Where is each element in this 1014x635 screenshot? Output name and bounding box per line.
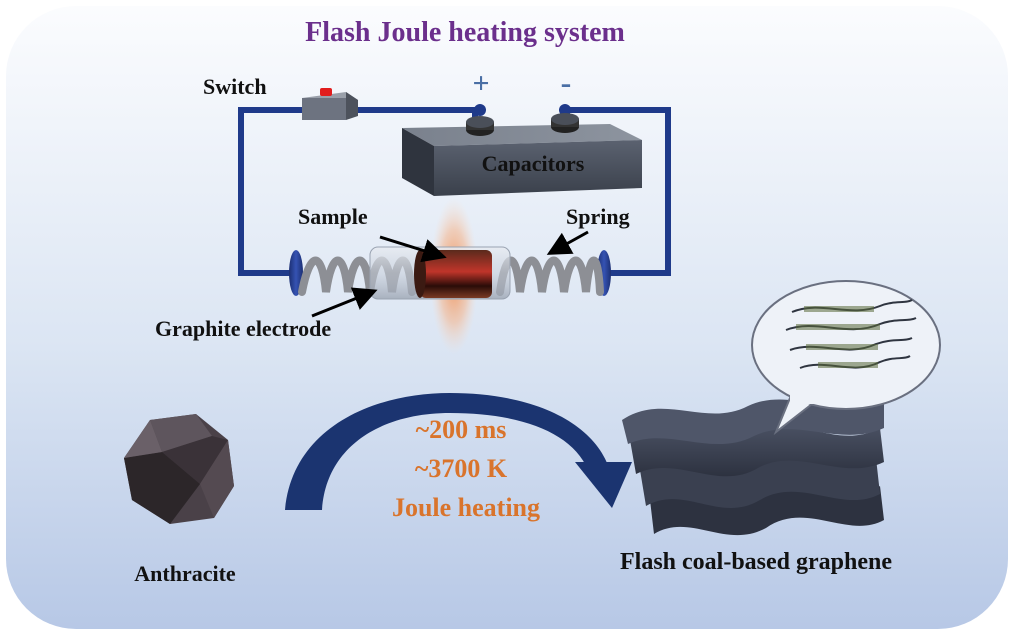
process-time: ~200 ms [416,415,507,444]
graphene-stack-icon [622,399,884,536]
electrode-pointer-arrow [311,287,378,318]
sample-cylinder [420,250,492,298]
spring-label: Spring [566,204,630,229]
graphite-electrode-label: Graphite electrode [155,316,331,341]
positive-wire-node [474,104,486,116]
switch[interactable] [302,88,358,120]
right-spring-icon [496,256,604,296]
sample-pointer-arrow [379,235,447,263]
negative-wire-node [559,104,571,116]
switch-button-icon [320,88,332,96]
anthracite-label: Anthracite [134,561,236,586]
graphene-product-label: Flash coal-based graphene [620,549,892,575]
process-arrow-icon [285,393,632,510]
sample-label: Sample [298,204,368,229]
positive-terminal-icon [466,116,494,136]
capacitor-box [402,113,642,196]
process-method: Joule heating [392,493,540,522]
process-temperature: ~3700 K [415,454,508,483]
negative-terminal-icon [551,113,579,133]
diagram-title: Flash Joule heating system [305,17,625,48]
capacitors-label: Capacitors [482,151,585,176]
negative-terminal-sign: - [561,64,572,100]
switch-label: Switch [203,74,267,99]
graphene-zoom-bubble [751,280,941,436]
positive-terminal-sign: + [472,67,489,100]
anthracite-rock-icon [124,414,234,524]
spring-pointer-arrow [546,230,589,255]
